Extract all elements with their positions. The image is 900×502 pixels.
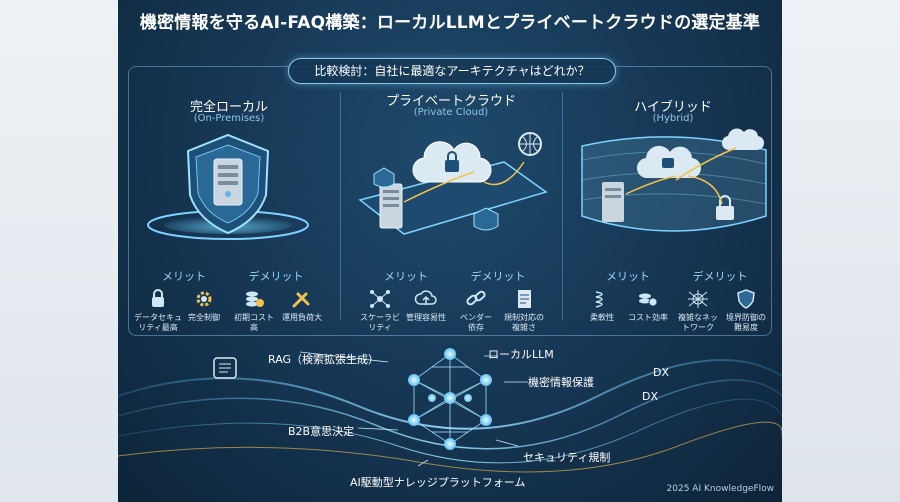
- demerit-point: 境界防御の 難易度: [726, 313, 766, 332]
- demerit-point: 複雑なネッ トワーク: [678, 313, 718, 332]
- merit-point: 完全制御: [188, 313, 220, 322]
- demerit-point: 規制対応の 複雑さ: [504, 313, 544, 332]
- web-icon: [688, 290, 708, 308]
- knowledge-network-band: [118, 348, 782, 473]
- demerit-heading-hybrid: デメリット: [692, 270, 748, 283]
- coin-stack-icon: [639, 293, 658, 307]
- demerit-point: 運用負荷大: [282, 313, 322, 322]
- copyright-footer: 2025 AI KnowledgeFlow: [666, 484, 774, 494]
- label-platform: AI駆動型ナレッジプラットフォーム: [350, 476, 526, 489]
- merit-heading-onprem: メリット: [162, 270, 206, 283]
- network-icon: [370, 290, 390, 308]
- private-cloud-illustration: [358, 132, 548, 235]
- onprem-shield-illustration: [147, 133, 309, 240]
- merit-point: コスト効率: [628, 313, 668, 322]
- label-b2b: B2B意思決定: [288, 425, 355, 438]
- label-security: セキュリティ規制: [523, 451, 611, 464]
- merit-point: データセキュ リティ最高: [134, 313, 182, 332]
- shield-icon: [737, 289, 755, 309]
- lock-icon: [152, 289, 164, 307]
- demerit-heading-onprem: デメリット: [248, 270, 304, 283]
- merit-heading-hybrid: メリット: [606, 270, 650, 283]
- label-local-llm: ローカルLLM: [488, 348, 554, 361]
- column-title-hybrid: ハイブリッド: [634, 100, 712, 115]
- document-icon: [518, 290, 531, 308]
- coins-icon: [246, 291, 264, 307]
- chain-icon: [466, 290, 486, 306]
- comparison-question: 比較検討：自社に最適なアーキテクチャはどれか？: [288, 58, 616, 84]
- spring-icon: [595, 291, 603, 308]
- column-title-onprem: 完全ローカル: [189, 100, 268, 115]
- demerit-point: ベンダー 依存: [460, 313, 492, 332]
- merit-point: 管理容易性: [406, 313, 446, 322]
- infographic-panel: 機密情報を守るAI-FAQ構築：ローカルLLMとプライベートクラウドの選定基準 …: [118, 0, 782, 502]
- merit-heading-private-cloud: メリット: [384, 270, 428, 283]
- wrench-icon: [292, 292, 310, 308]
- cloud-upload-icon: [414, 290, 437, 305]
- column-subtitle-private-cloud: (Private Cloud): [413, 107, 489, 118]
- left-margin: [0, 0, 118, 502]
- label-privacy: 機密情報保護: [528, 376, 594, 389]
- column-title-private-cloud: プライベートクラウド: [385, 94, 516, 109]
- demerit-point: 初期コスト 高: [234, 313, 274, 332]
- label-dx-top: DX: [653, 366, 670, 379]
- column-subtitle-onprem: (On-Premises): [193, 113, 265, 124]
- gear-icon: [196, 291, 212, 307]
- page-title: 機密情報を守るAI-FAQ構築：ローカルLLMとプライベートクラウドの選定基準: [139, 13, 761, 33]
- merit-point: 柔軟性: [590, 313, 614, 322]
- demerit-heading-private-cloud: デメリット: [470, 270, 526, 283]
- column-subtitle-hybrid: (Hybrid): [652, 113, 694, 124]
- column-divider: [340, 92, 341, 320]
- label-dx-mid: DX: [642, 390, 659, 403]
- right-margin: [782, 0, 900, 502]
- merit-point: スケーラビ リティ: [360, 313, 400, 332]
- hybrid-illustration: [581, 128, 767, 232]
- label-rag: RAG（検索拡張生成）: [268, 353, 380, 366]
- column-divider: [562, 92, 563, 320]
